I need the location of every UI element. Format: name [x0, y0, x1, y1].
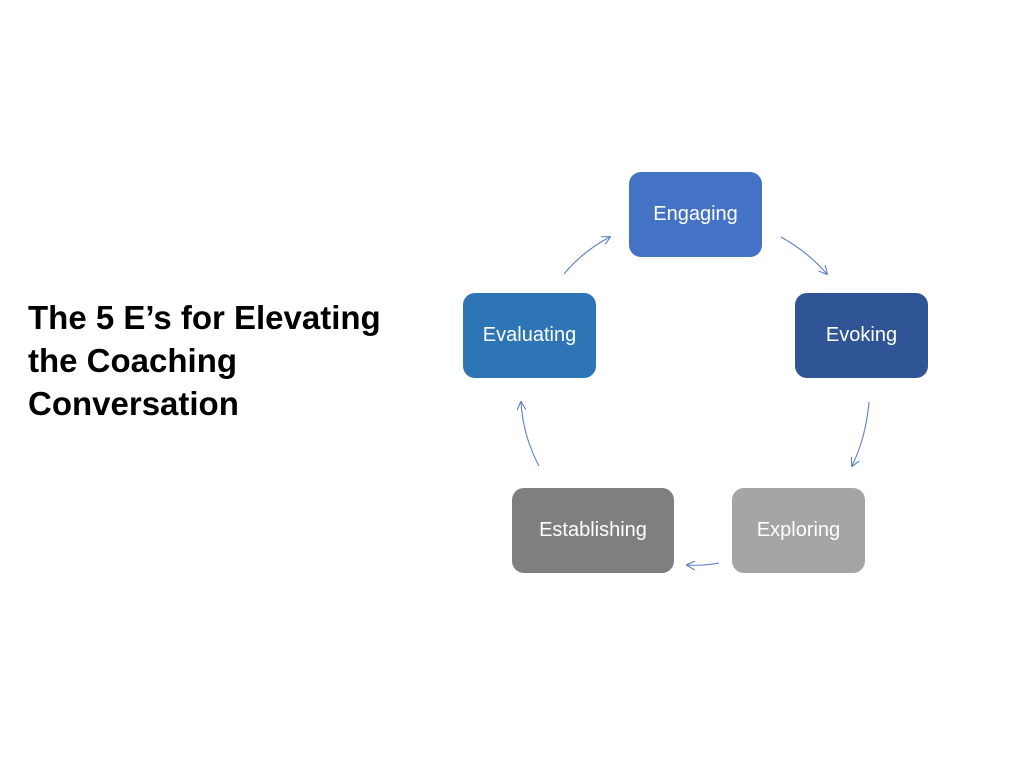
slide-title-line-2: the Coaching — [28, 342, 238, 379]
slide-title: The 5 E’s for Elevating the Coaching Con… — [28, 296, 408, 425]
arrow-establishing-to-evaluating — [521, 402, 540, 467]
evoking-node: Evoking — [795, 293, 928, 378]
slide-title-line-1: The 5 E’s for Elevating — [28, 299, 381, 336]
exploring-node: Exploring — [732, 488, 865, 573]
engaging-label: Engaging — [653, 203, 738, 225]
establishing-label: Establishing — [539, 519, 647, 541]
establishing-node: Establishing — [512, 488, 674, 573]
arrow-evoking-to-exploring — [852, 401, 870, 466]
arrow-exploring-to-establishing — [687, 563, 720, 565]
evoking-label: Evoking — [825, 324, 898, 346]
evaluating-label: Evaluating — [482, 324, 577, 346]
engaging-node: Engaging — [629, 172, 762, 257]
arrow-evaluating-to-engaging — [563, 237, 610, 275]
slide-title-line-3: Conversation — [28, 385, 239, 422]
evaluating-node: Evaluating — [463, 293, 596, 378]
exploring-label: Exploring — [756, 519, 841, 541]
arrow-engaging-to-evoking — [780, 236, 827, 274]
